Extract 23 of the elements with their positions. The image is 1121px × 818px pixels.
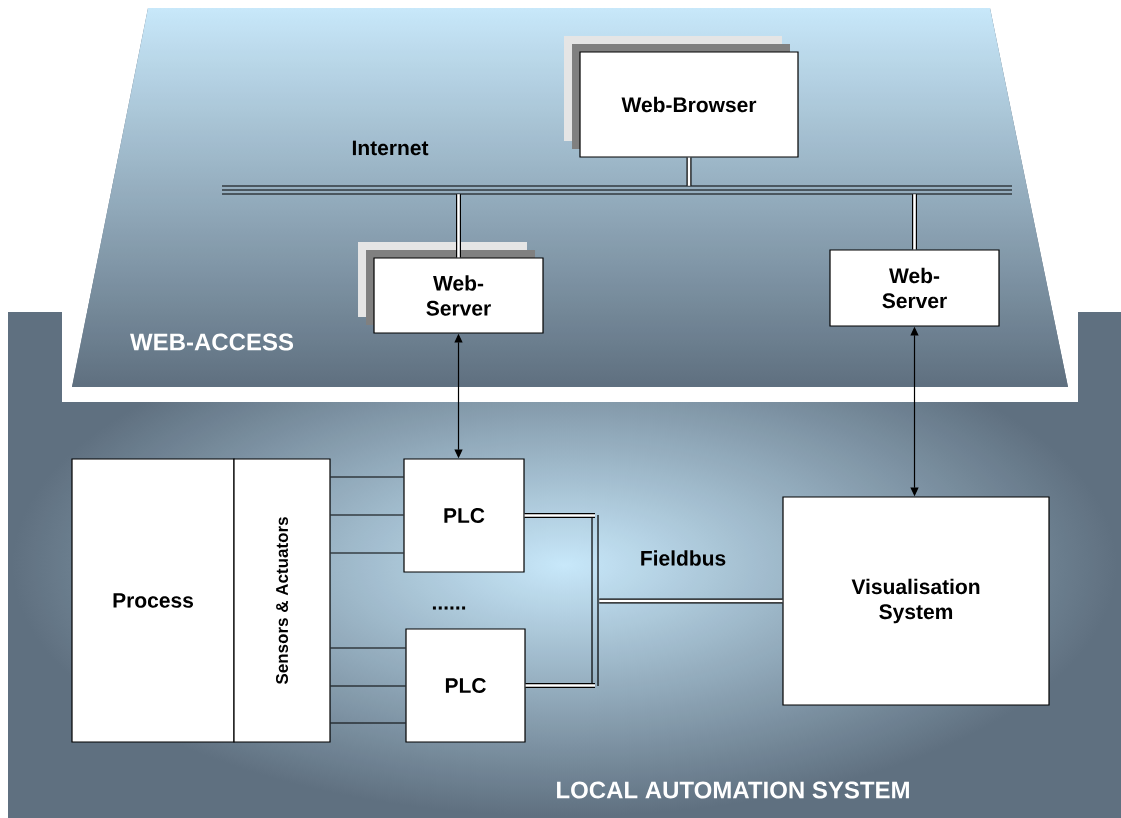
bus-connector — [524, 513, 595, 518]
process-box: Process — [71, 458, 235, 743]
bus-label: Internet — [352, 140, 429, 156]
plc-box: PLC — [403, 458, 525, 573]
bus-label: Fieldbus — [641, 550, 726, 566]
visualisation-box: Visualisation System — [782, 496, 1050, 706]
sensor-box: Sensors & Actuators — [233, 458, 331, 743]
signal-line — [330, 476, 404, 478]
bus-connector — [599, 598, 783, 604]
signal-line — [330, 685, 406, 687]
signal-line — [330, 514, 404, 516]
signal-line — [330, 722, 406, 724]
browser-box: Web-Browser — [564, 36, 799, 158]
bus-connector — [525, 683, 595, 688]
bus-connector — [686, 157, 692, 186]
plc-box: PLC — [405, 628, 526, 743]
signal-line — [330, 552, 404, 554]
server-box: Web- Server — [829, 249, 1000, 327]
ellipsis-label: ...... — [432, 606, 466, 610]
server-box: Web- Server — [358, 242, 544, 334]
bus-connector — [912, 194, 917, 250]
signal-line — [330, 647, 406, 649]
bus-connector — [456, 194, 461, 258]
